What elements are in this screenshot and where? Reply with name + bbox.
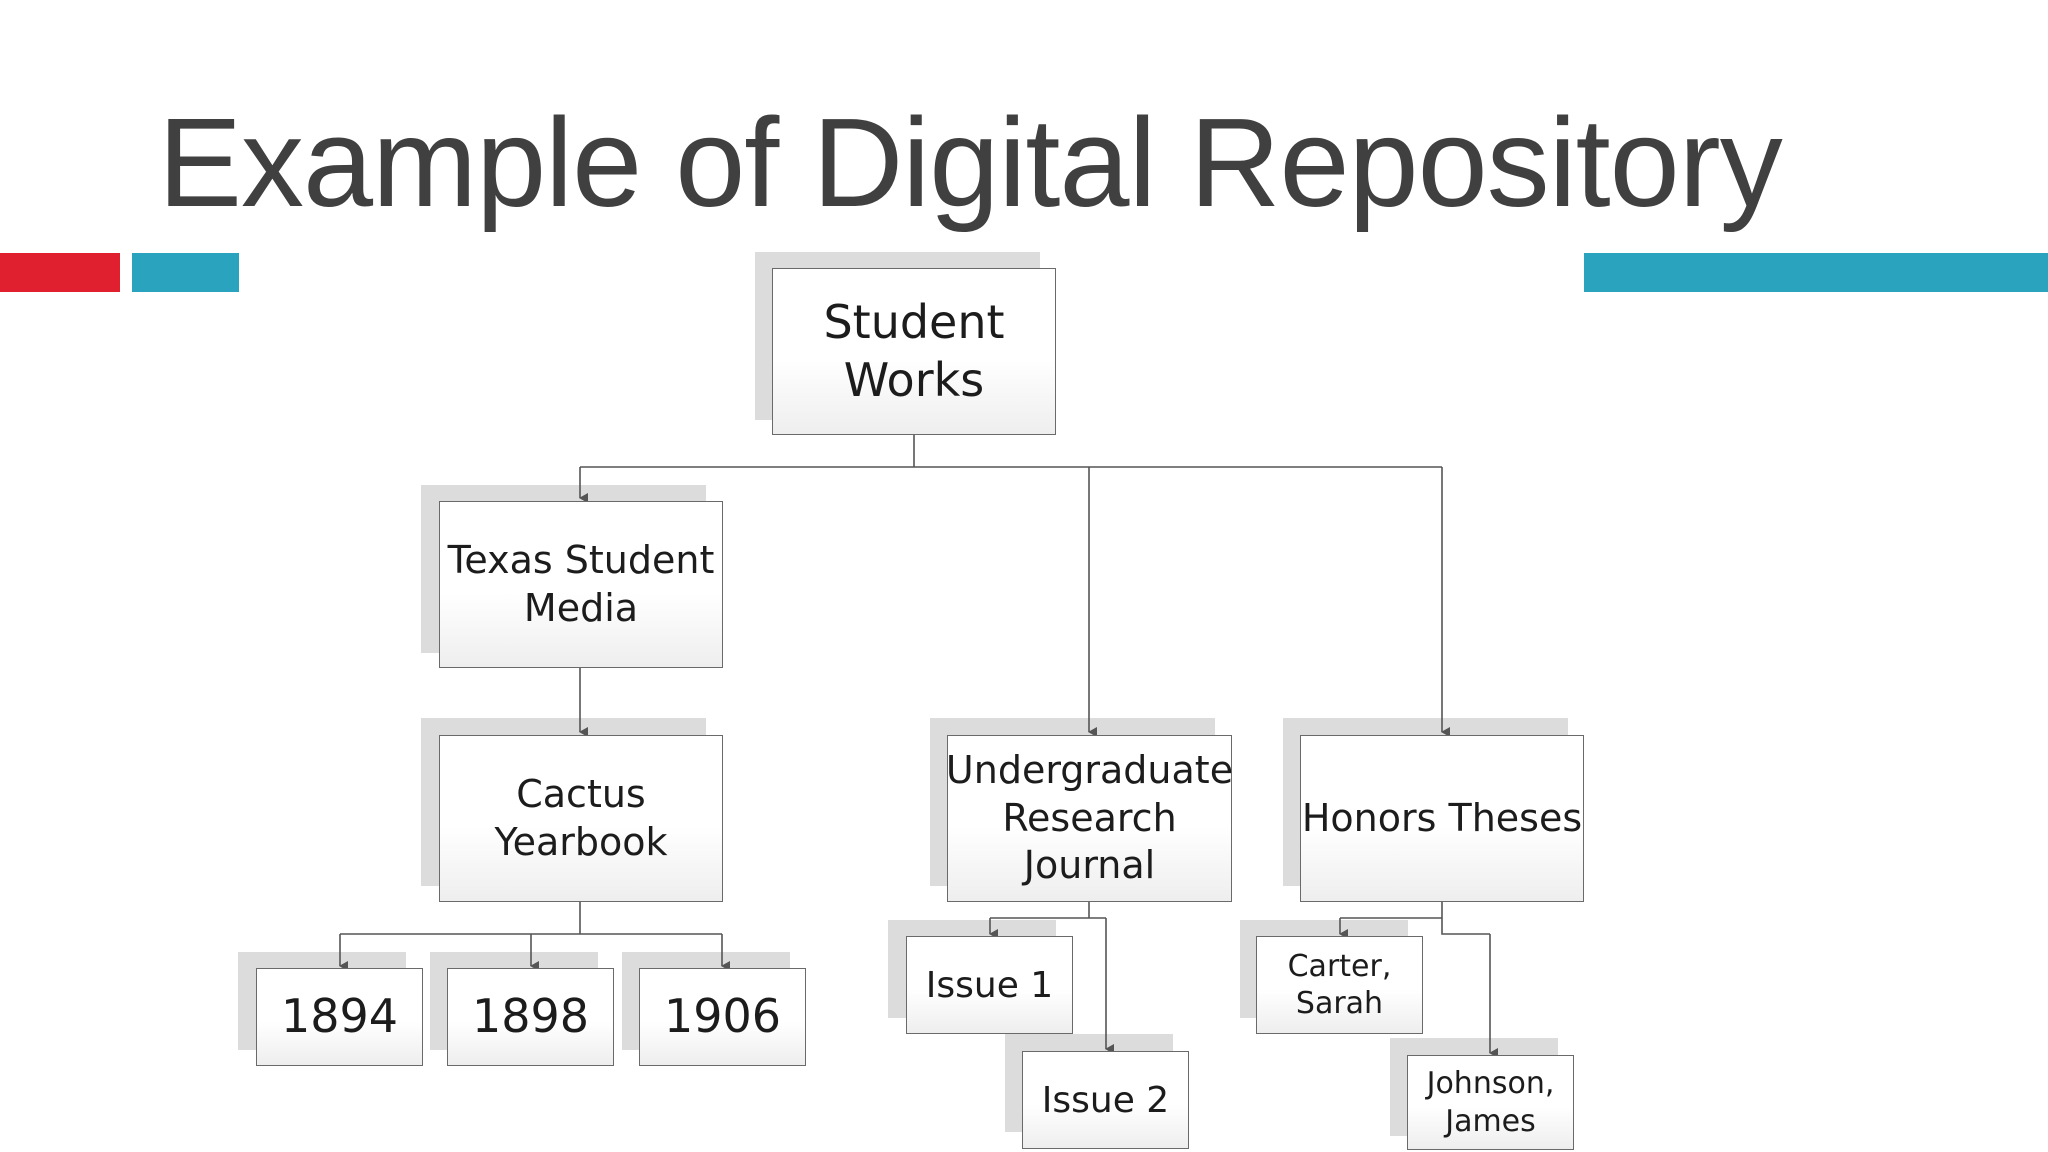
node-student-works: Student Works	[772, 268, 1056, 435]
node-label: 1898	[471, 989, 590, 1044]
node-label: Johnson, James	[1426, 1066, 1555, 1139]
node-johnson-james: Johnson, James	[1407, 1055, 1574, 1150]
connector-honors-bus-right	[1441, 918, 1490, 935]
node-year-1906: 1906	[639, 968, 806, 1066]
accent-bar-blue-left	[132, 253, 239, 292]
accent-bar-blue-right	[1584, 253, 2048, 292]
slide-title: Example of Digital Repository	[158, 92, 1783, 233]
node-label: Honors Theses	[1301, 795, 1583, 840]
accent-bar-red	[0, 253, 120, 292]
node-year-1898: 1898	[447, 968, 614, 1066]
node-year-1894: 1894	[256, 968, 423, 1066]
node-cactus-yearbook: Cactus Yearbook	[439, 735, 723, 902]
node-label: Texas Student Media	[447, 538, 715, 630]
node-label: Carter, Sarah	[1287, 948, 1392, 1022]
node-label: Undergraduate Research Journal	[945, 748, 1234, 888]
node-issue-2: Issue 2	[1022, 1051, 1189, 1149]
node-carter-sarah: Carter, Sarah	[1256, 936, 1423, 1034]
node-texas-student-media: Texas Student Media	[439, 501, 723, 668]
node-label: Student Works	[823, 295, 1005, 407]
node-undergraduate-research-journal: Undergraduate Research Journal	[945, 735, 1234, 902]
node-issue-1: Issue 1	[906, 936, 1073, 1034]
node-label: Issue 2	[1041, 1079, 1170, 1121]
node-label: 1906	[663, 989, 782, 1044]
node-label: Issue 1	[925, 964, 1054, 1006]
node-honors-theses: Honors Theses	[1300, 735, 1584, 902]
node-label: Cactus Yearbook	[494, 772, 668, 864]
node-label: 1894	[280, 989, 399, 1044]
